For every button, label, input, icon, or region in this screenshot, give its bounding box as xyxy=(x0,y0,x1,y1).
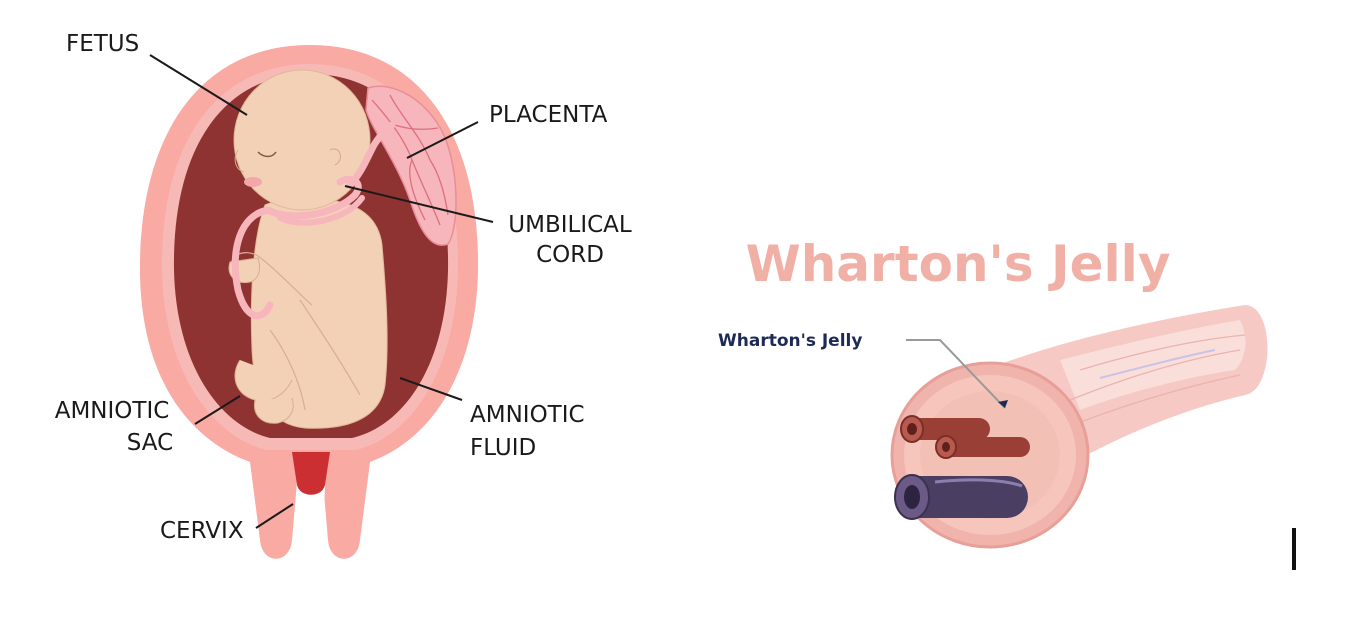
whartons-jelly-title: Wharton's Jelly xyxy=(746,235,1171,293)
umbilical-cord-leader xyxy=(344,185,494,223)
leader-lines xyxy=(149,54,494,529)
umbilical-cord xyxy=(231,121,396,320)
fetus xyxy=(228,69,388,429)
label-amniotic-sac-line2: SAC xyxy=(127,430,173,456)
fetus-leader xyxy=(149,54,248,116)
label-umbilical-line1: UMBILICAL xyxy=(508,212,632,238)
umbilical-vessels xyxy=(894,415,1030,520)
cord-tube-line xyxy=(1099,349,1216,379)
cervix-plug xyxy=(292,452,330,495)
placenta-vessels xyxy=(371,94,449,226)
cervix-leader xyxy=(255,503,294,529)
amniotic-sac-leader xyxy=(194,395,241,425)
label-amniotic-fluid-line2: FLUID xyxy=(470,435,536,461)
placenta-leader xyxy=(406,121,479,159)
label-amniotic-sac-line1: AMNIOTIC xyxy=(55,398,170,424)
whartons-jelly-diagram: Wharton's Jelly xyxy=(682,222,1296,570)
label-fetus: FETUS xyxy=(66,31,139,57)
umbilical-artery-2 xyxy=(940,437,1030,457)
amniotic-fluid-leader xyxy=(399,377,463,401)
label-amniotic-fluid-line1: AMNIOTIC xyxy=(470,402,585,428)
umbilical-artery-1 xyxy=(905,418,990,440)
whartons-jelly-pointer xyxy=(906,339,1006,409)
text-cursor xyxy=(1292,528,1296,570)
whartons-jelly-pointer-label: Wharton's Jelly xyxy=(718,331,862,351)
uterus-diagram: FETUS PLACENTA UMBILICAL CORD AMNIOTIC S… xyxy=(55,31,632,559)
umbilical-vein xyxy=(898,476,1028,518)
label-placenta: PLACENTA xyxy=(489,102,608,128)
label-cervix: CERVIX xyxy=(160,518,244,544)
label-umbilical-line2: CORD xyxy=(536,242,604,268)
